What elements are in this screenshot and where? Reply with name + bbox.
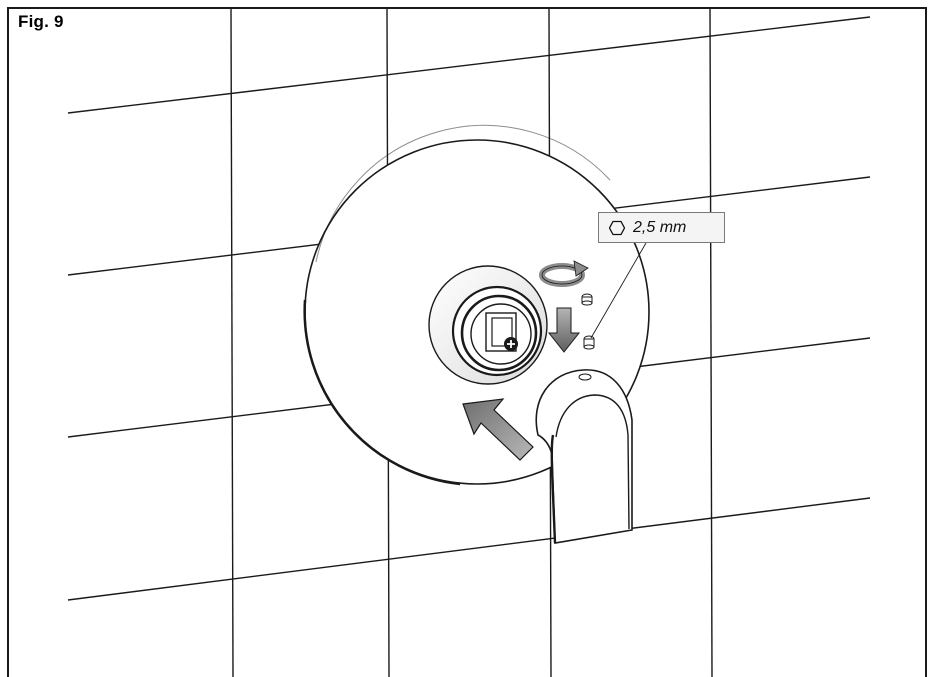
- tile-joint-vertical: [230, 8, 234, 677]
- rotate-arrow-icon: [539, 260, 589, 287]
- lever-handle: [535, 369, 633, 544]
- hex-key-size-label: 2,5 mm: [633, 218, 687, 236]
- tile-joint-vertical: [709, 8, 713, 677]
- figure-frame: [7, 7, 927, 677]
- valve-spindle: [428, 265, 548, 385]
- push-arrow-icon: [462, 398, 534, 461]
- down-arrow-icon: [547, 307, 581, 353]
- callout-leader-line: [590, 242, 647, 339]
- set-screw-icon: [581, 293, 595, 350]
- figure-title: Fig. 9: [18, 12, 64, 31]
- tile-grid: [67, 8, 871, 677]
- tile-joint-horizontal: [67, 16, 871, 114]
- tile-joint-horizontal: [67, 497, 871, 601]
- hexagon-icon: [609, 220, 625, 235]
- hex-key-size-callout: 2,5 mm: [598, 212, 725, 243]
